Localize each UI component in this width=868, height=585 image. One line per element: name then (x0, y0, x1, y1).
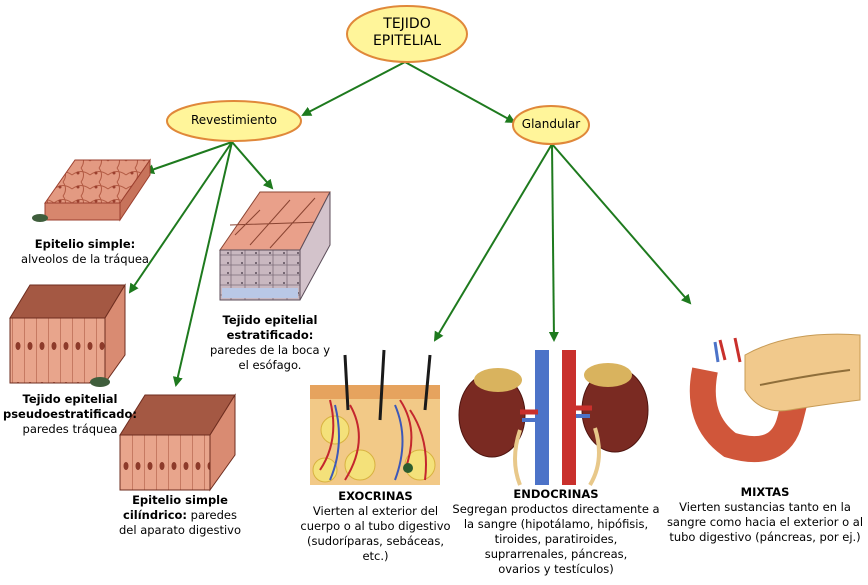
caption-estratificado-desc1: paredes de la boca y (209, 343, 330, 357)
arrow-root-glandular (404, 61, 516, 123)
arrow-gland-exocrinas (433, 143, 553, 342)
caption-epitelio-simple-desc: alveolos de la tráquea (21, 252, 149, 266)
revestimiento-label: Revestimiento (190, 113, 277, 127)
glandular-ellipse (512, 105, 590, 145)
caption-mixtas: MIXTAS Vierten sustancias tanto en la sa… (662, 485, 868, 545)
caption-cilindrico-title1: Epitelio simple (132, 493, 228, 507)
arrow-gland-endocrinas (548, 143, 559, 342)
cilindrico-illustration (119, 393, 236, 492)
root-ellipse (346, 5, 468, 63)
mixtas-illustration (689, 333, 861, 463)
arrow-rev-cilindrico (172, 141, 233, 387)
caption-cilindrico-desc2: del aparato digestivo (118, 523, 241, 537)
caption-exocrinas-l3: (sudoríparas, sebáceas, (307, 534, 444, 548)
caption-epitelio-simple: Epitelio simple: alveolos de la tráquea (10, 237, 160, 267)
endocrinas-illustration (458, 350, 649, 487)
caption-pseudoestratificado: Tejido epitelial pseudoestratificado: pa… (0, 392, 140, 437)
caption-endocrinas-l3: tiroides, paratiroides, (494, 532, 618, 546)
arrow-rev-pseudo (128, 141, 233, 294)
caption-exocrinas: EXOCRINAS Vierten al exterior del cuerpo… (298, 489, 453, 564)
caption-pseudo-title1: Tejido epitelial (22, 392, 118, 406)
caption-mixtas-l1: Vierten sustancias tanto en la (679, 500, 851, 514)
glandular-label: Glandular (521, 117, 581, 131)
caption-endocrinas-l4: suprarrenales, páncreas, (484, 547, 628, 561)
caption-exocrinas-l4: etc.) (362, 549, 389, 563)
caption-endocrinas-title: ENDOCRINAS (513, 487, 599, 501)
arrow-gland-mixtas (551, 143, 692, 305)
revestimiento-ellipse (166, 100, 302, 142)
caption-epitelio-simple-title: Epitelio simple: (34, 237, 136, 251)
exocrinas-illustration (310, 349, 440, 485)
caption-cilindrico-title2: cilíndrico: (123, 508, 188, 522)
root-label-line1: TEJIDO (383, 16, 431, 32)
caption-estratificado-desc2: el esófago. (238, 358, 302, 372)
caption-exocrinas-l1: Vierten al exterior del (312, 504, 439, 518)
root-label: TEJIDO EPITELIAL (357, 16, 457, 50)
caption-estratificado-title2: estratificado: (226, 328, 314, 342)
caption-exocrinas-title: EXOCRINAS (338, 489, 413, 503)
caption-endocrinas-l2: la sangre (hipotálamo, hipófisis, (463, 517, 649, 531)
caption-endocrinas-l5: ovarios y testículos) (498, 562, 614, 576)
caption-estratificado: Tejido epitelial estratificado: paredes … (200, 313, 340, 373)
caption-endocrinas-l1: Segregan productos directamente a (452, 502, 660, 516)
caption-cilindrico-desc1: paredes (187, 508, 237, 522)
caption-mixtas-l2: sangre como hacia el exterior o al (666, 515, 864, 529)
arrow-rev-estratificado (231, 141, 274, 190)
caption-endocrinas: ENDOCRINAS Segregan productos directamen… (447, 487, 665, 577)
caption-exocrinas-l2: cuerpo o al tubo digestivo (300, 519, 451, 533)
arrow-rev-simple (144, 141, 233, 175)
caption-pseudo-desc: paredes tráquea (22, 422, 118, 436)
arrows (128, 61, 692, 387)
caption-cilindrico: Epitelio simple cilíndrico: paredes del … (105, 493, 255, 538)
arrow-root-revestimiento (301, 61, 406, 116)
caption-estratificado-title1: Tejido epitelial (222, 313, 318, 327)
caption-mixtas-l3: tubo digestivo (páncreas, por ej.) (669, 530, 861, 544)
caption-pseudo-title2: pseudoestratificado: (2, 407, 138, 421)
estratificado-illustration (219, 191, 331, 301)
root-label-line2: EPITELIAL (372, 33, 442, 49)
pseudoestratificado-illustration (9, 283, 126, 387)
epitelio-simple-illustration (32, 158, 151, 222)
caption-mixtas-title: MIXTAS (740, 485, 790, 499)
